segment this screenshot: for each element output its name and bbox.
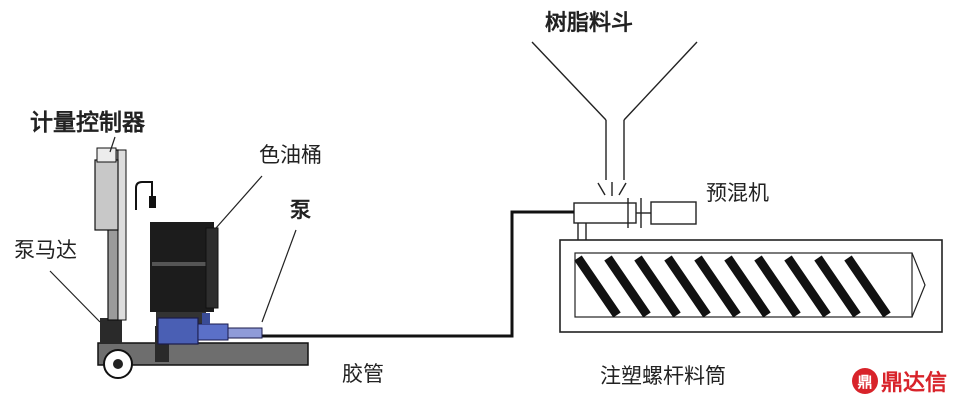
premixer xyxy=(573,198,697,240)
pump-assembly xyxy=(157,313,263,345)
hose-line xyxy=(262,210,574,338)
leader-motor xyxy=(49,270,101,323)
pump-motor-label: 泵马达 xyxy=(14,238,77,262)
meter-controller-label: 计量控制器 xyxy=(30,110,145,136)
leader-tank xyxy=(215,175,263,229)
leader-meter xyxy=(109,136,116,153)
resin-hopper xyxy=(531,41,698,196)
brand-logo-icon: 鼎 xyxy=(852,368,878,394)
screw-barrel-label: 注塑螺杆料筒 xyxy=(600,364,726,388)
premixer-label: 预混机 xyxy=(706,181,769,205)
leader-pump xyxy=(261,229,297,323)
color-oil-tank xyxy=(150,222,219,326)
color-tank-label: 色油桶 xyxy=(259,143,322,167)
meter-controller xyxy=(94,147,156,321)
hopper-label: 树脂料斗 xyxy=(545,11,634,36)
brand-watermark: 鼎 鼎达信 xyxy=(852,367,948,396)
pump-label: 泵 xyxy=(290,198,311,222)
hose-label: 胶管 xyxy=(342,362,384,386)
brand-name: 鼎达信 xyxy=(881,371,948,396)
screw-barrel xyxy=(559,239,943,333)
